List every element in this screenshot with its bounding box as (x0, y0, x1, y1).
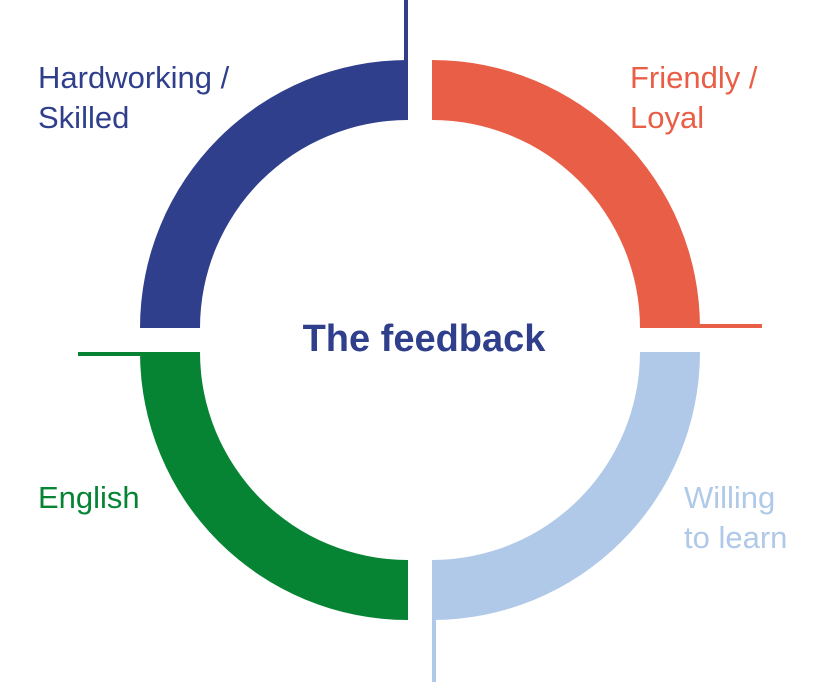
label-willing: Willing to learn (684, 478, 787, 558)
segment-willing-arc (432, 352, 700, 620)
english-connector-line (78, 352, 142, 356)
diagram-title: The feedback (302, 318, 546, 360)
friendly-connector-line (698, 324, 762, 328)
segment-english-arc (140, 352, 408, 620)
label-friendly: Friendly / Loyal (630, 58, 757, 138)
label-line: to learn (684, 520, 788, 555)
label-line: Willing (684, 480, 776, 515)
segment-hardworking-arc (140, 60, 408, 328)
label-english: English (38, 478, 140, 518)
label-line: Loyal (630, 100, 705, 135)
hardworking-connector-line (404, 0, 408, 62)
label-line: Skilled (38, 100, 130, 135)
label-line: Friendly / (630, 60, 758, 95)
label-line: Hardworking / (38, 60, 230, 95)
label-line: English (38, 480, 140, 515)
segment-friendly-arc (432, 60, 700, 328)
willing-connector-line (432, 618, 436, 682)
label-hardworking: Hardworking / Skilled (38, 58, 229, 138)
